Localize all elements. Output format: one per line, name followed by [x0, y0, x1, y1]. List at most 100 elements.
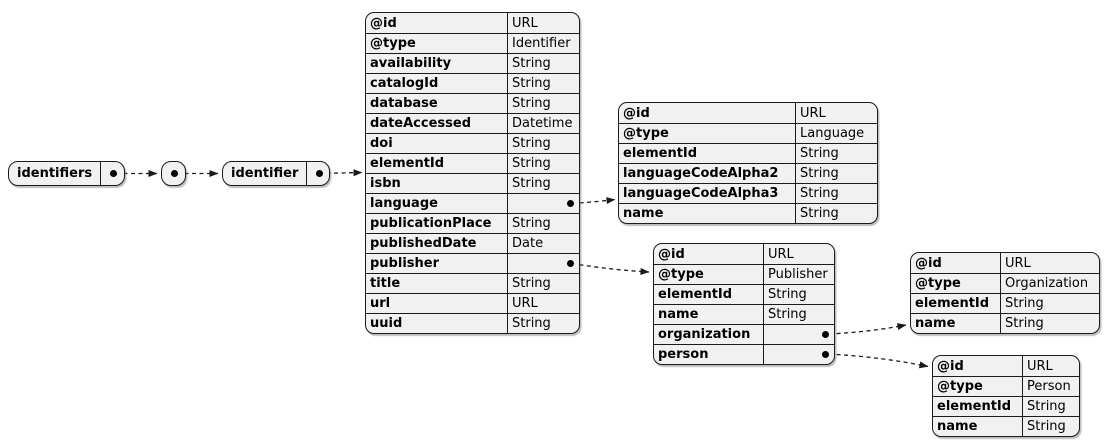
type-value: Organization	[1005, 276, 1089, 291]
field-name: catalogId	[366, 74, 508, 93]
type-value: String	[800, 166, 839, 181]
table-row: @type Organization	[911, 273, 1099, 293]
table-row: name String	[911, 313, 1099, 333]
field-name: languageCodeAlpha2	[619, 164, 796, 183]
type-value: URL	[1027, 358, 1053, 374]
field-name: @type	[933, 377, 1023, 396]
node-identifiers: identifiers	[8, 161, 125, 186]
type-value: String	[768, 287, 807, 302]
type-value: String	[512, 216, 551, 231]
type-value: String	[1027, 399, 1066, 414]
table-row: person	[654, 344, 834, 364]
field-name: elementId	[933, 397, 1023, 416]
table-row: @type Person	[933, 376, 1079, 396]
field-name: person	[654, 345, 764, 364]
field-name: language	[366, 194, 508, 213]
node-collection-item	[161, 161, 186, 186]
table-row: languageCodeAlpha2 String	[619, 163, 877, 183]
table-row: publicationPlace String	[366, 213, 579, 233]
field-name: @type	[654, 265, 764, 284]
field-name: publishedDate	[366, 234, 508, 253]
field-name: @id	[619, 103, 796, 123]
edge-publisher	[571, 262, 650, 276]
type-value: String	[1027, 419, 1066, 434]
type-value: String	[800, 206, 839, 221]
table-row: elementId String	[933, 396, 1079, 416]
type-value: String	[512, 136, 551, 151]
field-name: elementId	[911, 294, 1001, 313]
port-bullet-icon	[110, 170, 118, 177]
field-name: languageCodeAlpha3	[619, 184, 796, 203]
type-value: URL	[512, 296, 538, 311]
type-value: Person	[1027, 379, 1071, 394]
field-name: publicationPlace	[366, 214, 508, 233]
field-name: @id	[654, 244, 764, 264]
node-identifiers-port-cell	[101, 162, 126, 185]
edge-person	[828, 353, 929, 369]
field-name: @type	[911, 274, 1001, 293]
node-identifier-label: identifier	[223, 162, 308, 185]
field-name: uuid	[366, 314, 508, 333]
field-name: title	[366, 274, 508, 293]
field-name: @id	[911, 253, 1001, 273]
field-name: @id	[366, 13, 508, 33]
type-value: URL	[512, 15, 538, 31]
type-cell-port	[508, 254, 579, 273]
type-value: String	[512, 276, 551, 291]
table-row: elementId String	[366, 153, 579, 173]
type-cell-port	[764, 325, 834, 344]
field-name: organization	[654, 325, 764, 344]
type-value: Identifier	[512, 36, 571, 51]
type-value: String	[512, 316, 551, 331]
type-value: String	[512, 76, 551, 91]
type-value: String	[768, 307, 807, 322]
type-value: String	[512, 96, 551, 111]
field-name: availability	[366, 54, 508, 73]
type-value: String	[512, 56, 551, 71]
type-value: String	[800, 186, 839, 201]
table-row: availability String	[366, 53, 579, 73]
type-value: URL	[768, 246, 794, 262]
type-value: Datetime	[512, 116, 573, 131]
field-name: elementId	[366, 154, 508, 173]
field-name: name	[654, 305, 764, 324]
field-name: @type	[366, 34, 508, 53]
field-name: database	[366, 94, 508, 113]
type-value: Language	[800, 126, 865, 141]
edge-organization	[828, 323, 907, 335]
table-row: languageCodeAlpha3 String	[619, 183, 877, 203]
type-value: String	[1005, 316, 1044, 331]
type-cell-port	[764, 345, 834, 364]
port-bullet-icon	[822, 351, 829, 358]
port-bullet-icon	[567, 200, 574, 207]
type-value: Date	[512, 236, 544, 251]
field-name: name	[911, 314, 1001, 333]
table-row: uuid String	[366, 313, 579, 333]
node-identifier: identifier	[222, 161, 330, 186]
type-cell-port	[508, 194, 579, 213]
type-value: String	[512, 176, 551, 191]
field-name: doi	[366, 134, 508, 153]
type-value: String	[512, 156, 551, 171]
port-bullet-icon	[316, 170, 324, 177]
table-row: publishedDate Date	[366, 233, 579, 253]
table-row: organization	[654, 324, 834, 344]
table-row: publisher	[366, 253, 579, 273]
